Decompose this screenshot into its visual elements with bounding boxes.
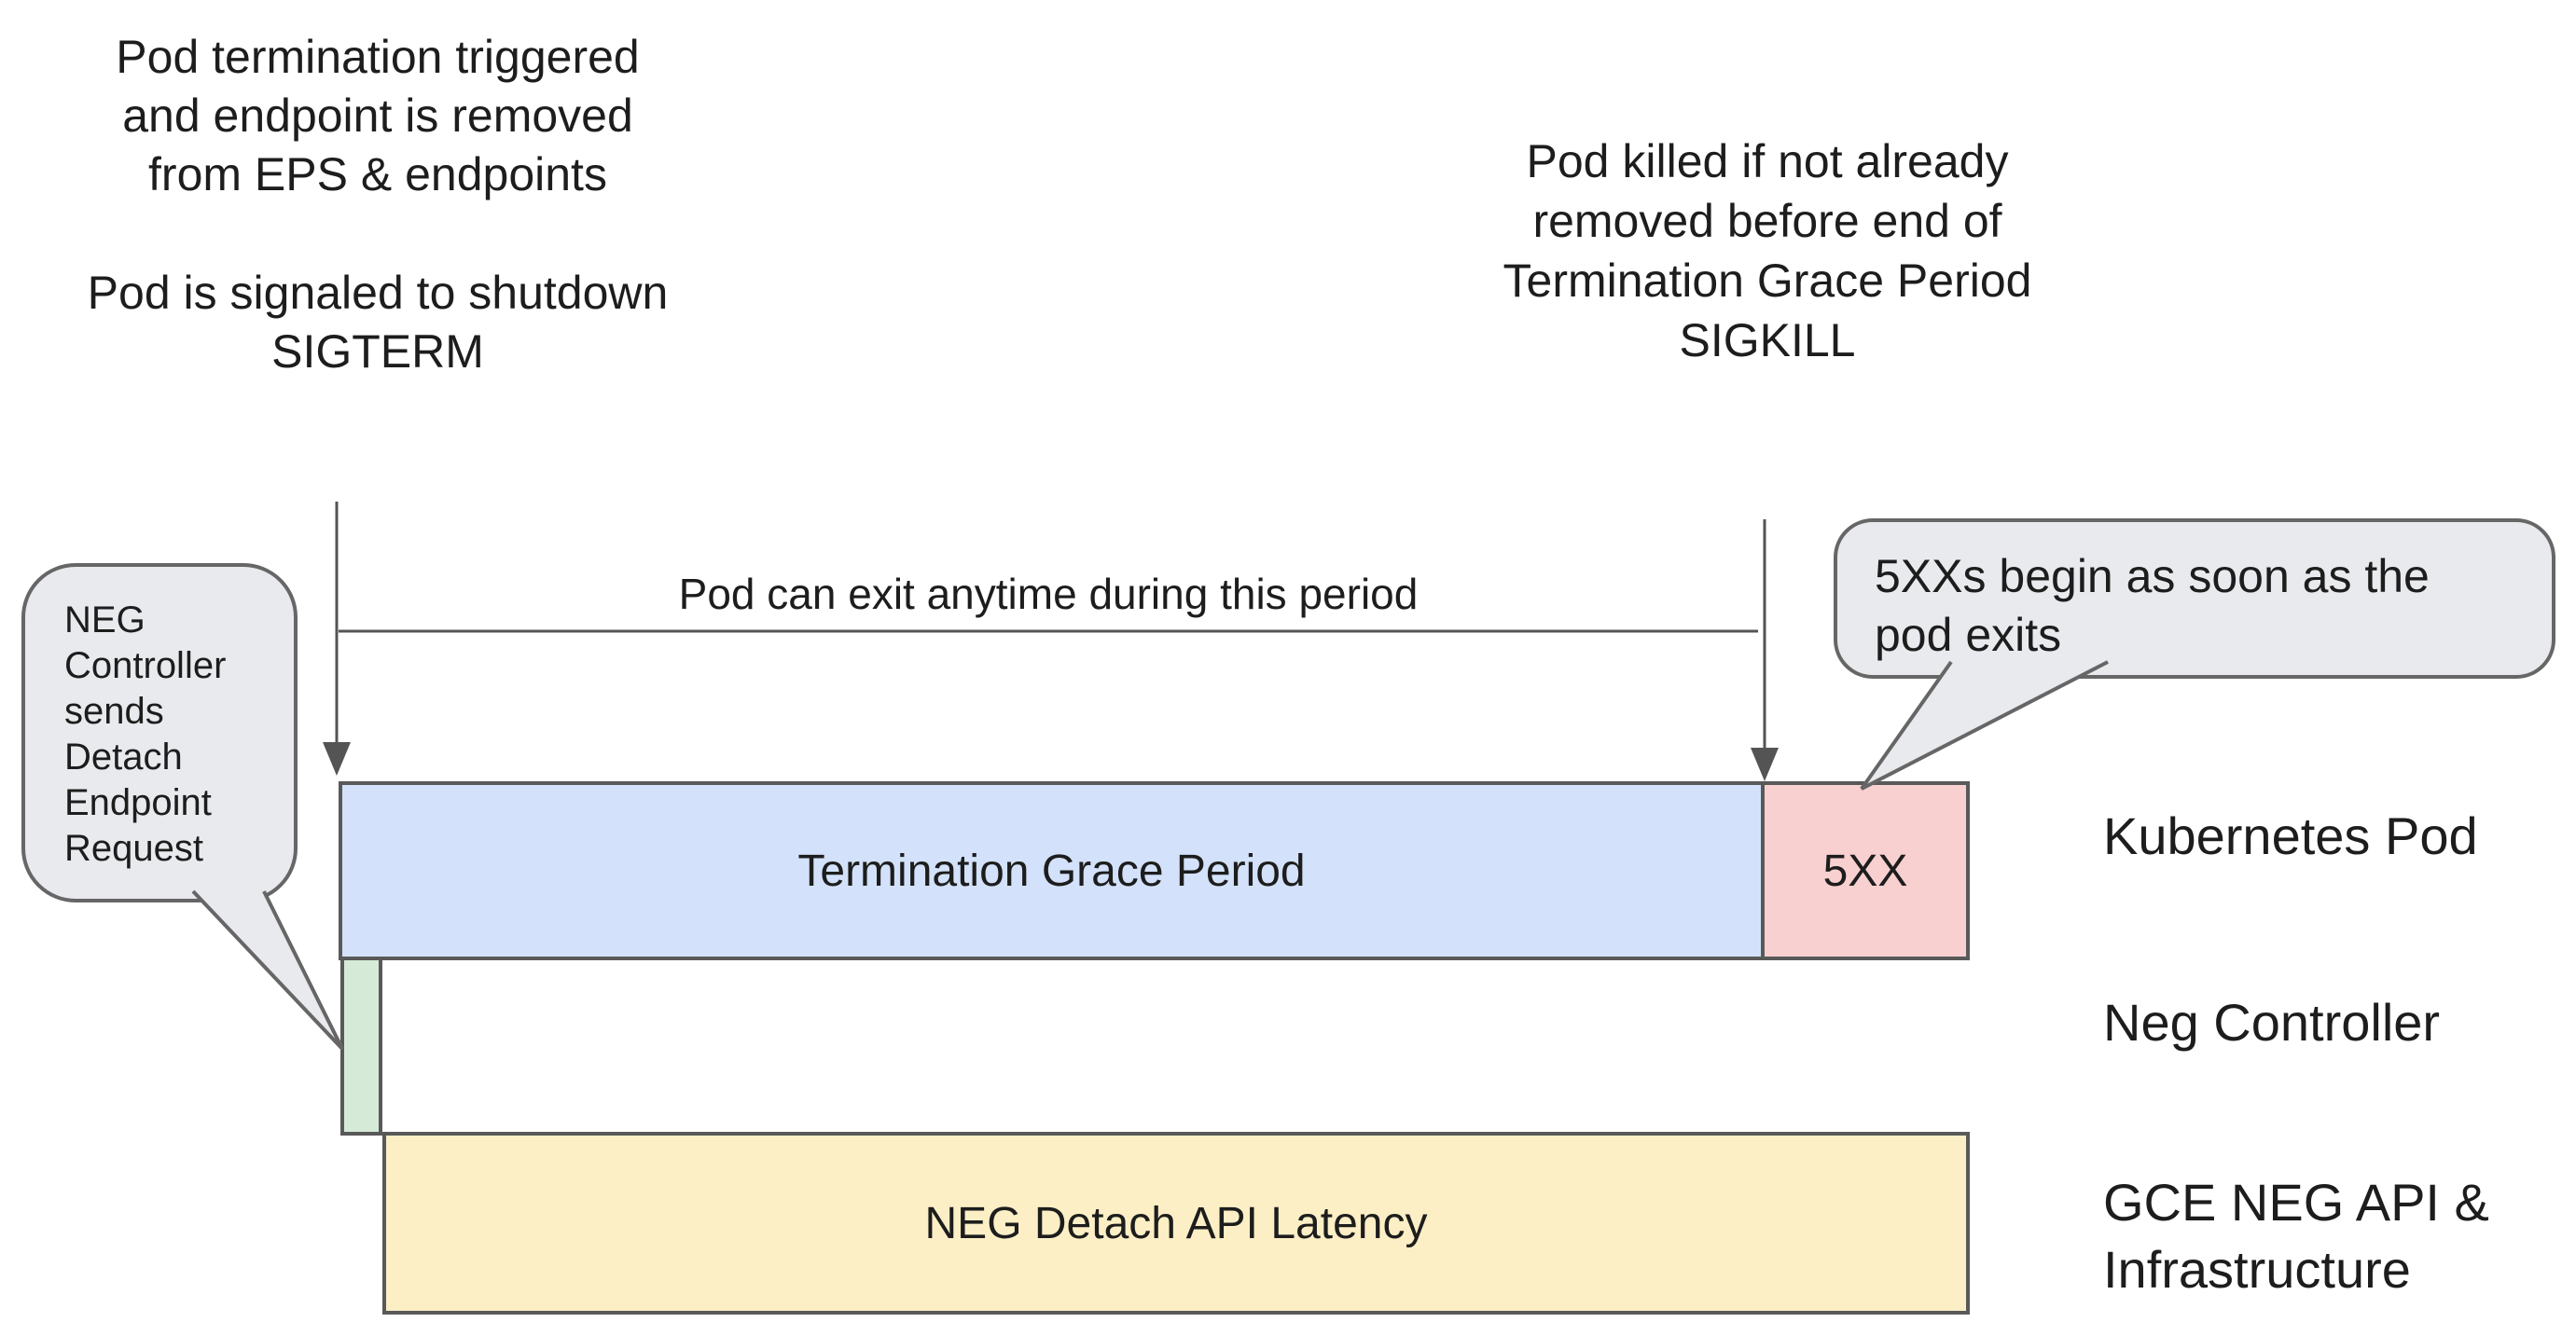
callout-5xx-begin-text: 5XXs begin as soon as the pod exits [1875,550,2430,661]
annotation-pod-signaled: Pod is signaled to shutdown SIGTERM [87,267,669,378]
fivexx-callout-tail [1860,660,2109,791]
bar-termination-grace-period: Termination Grace Period [339,781,1765,960]
sigterm-arrow [323,502,351,776]
lane-label-gce-neg-api: GCE NEG API & Infrastructure [2103,1173,2489,1299]
callout-neg-detach-request-text: NEG Controller sends Detach Endpoint Req… [64,599,227,869]
bar-neg-detach-api-latency-label: NEG Detach API Latency [924,1198,1428,1248]
bar-neg-detach-request [340,957,382,1136]
bar-5xx-label: 5XX [1822,846,1908,896]
neg-callout-tail [191,889,344,1051]
sigkill-arrow [1751,519,1779,781]
annotation-pod-killed: Pod killed if not already removed before… [1503,135,2032,366]
label-pod-can-exit: Pod can exit anytime during this period [678,570,1419,618]
callout-neg-detach-request: NEG Controller sends Detach Endpoint Req… [21,563,298,902]
annotation-pod-termination: Pod termination triggered and endpoint i… [116,31,640,200]
bar-termination-grace-period-label: Termination Grace Period [797,846,1306,896]
bar-5xx: 5XX [1761,781,1970,960]
bar-neg-detach-api-latency: NEG Detach API Latency [382,1132,1970,1315]
lane-label-kubernetes-pod: Kubernetes Pod [2103,806,2478,865]
callout-5xx-begin: 5XXs begin as soon as the pod exits [1834,518,2555,679]
lane-label-neg-controller: Neg Controller [2103,993,2441,1052]
